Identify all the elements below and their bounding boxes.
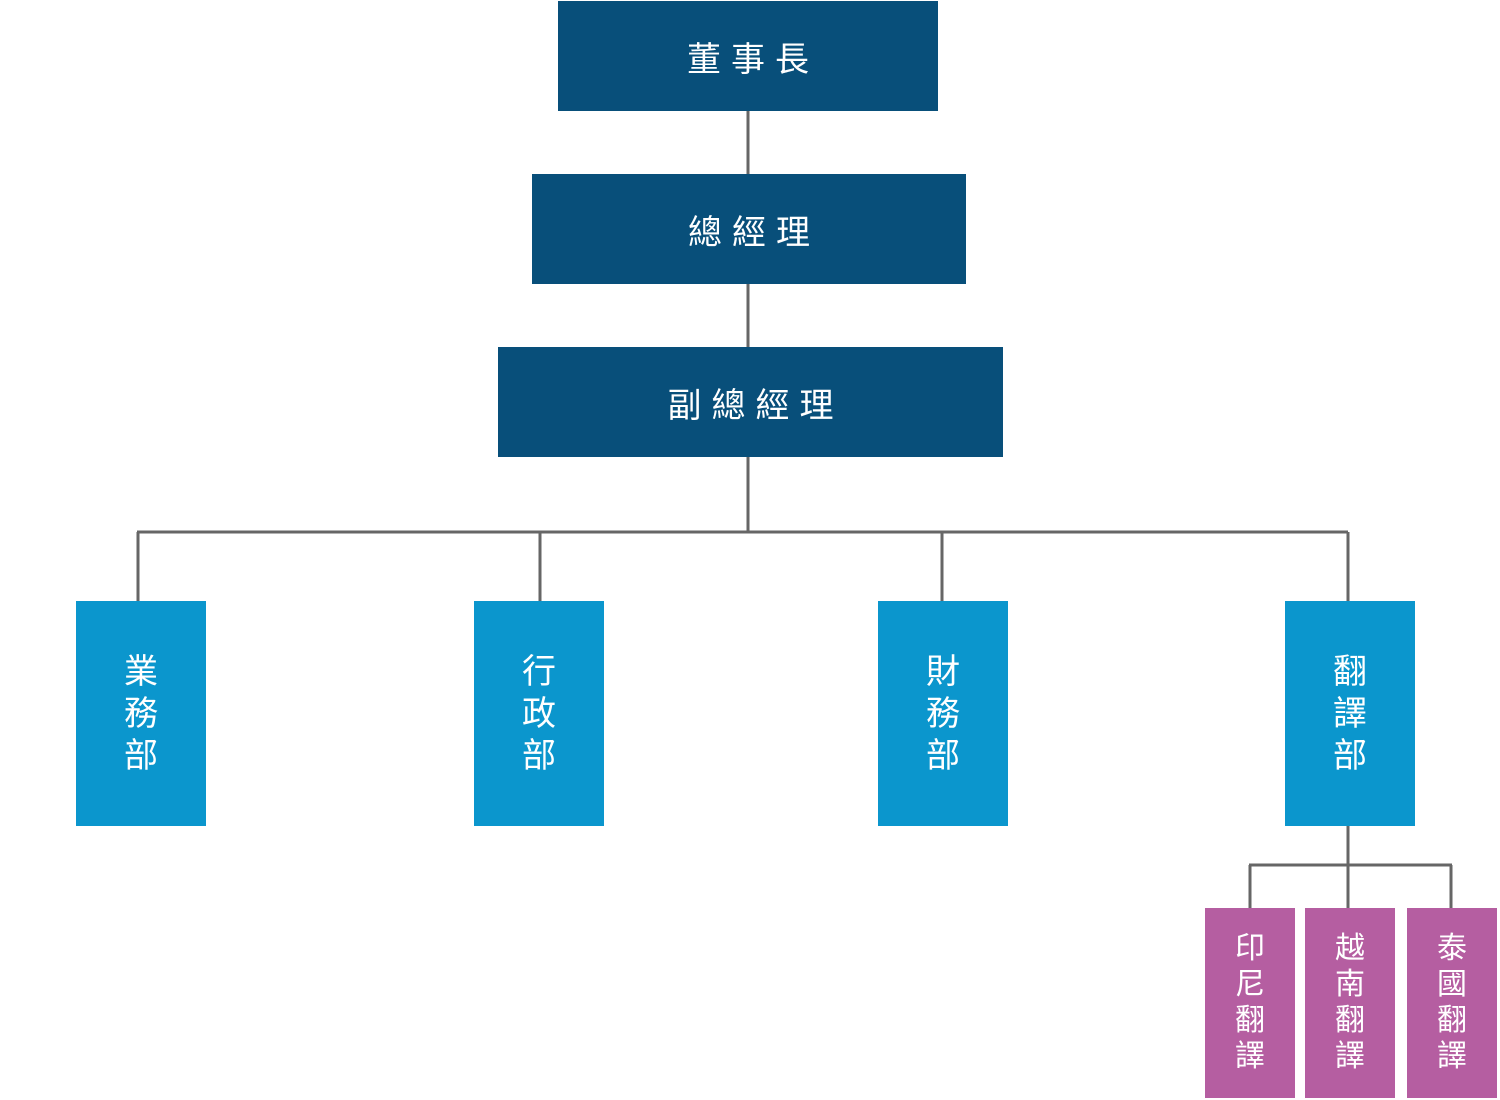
- label-character: 譯: [1335, 1039, 1365, 1074]
- label-character: 政: [522, 693, 556, 734]
- general-manager-label: 總經理: [688, 212, 820, 253]
- label-character: 翻: [1335, 1003, 1365, 1038]
- label-character: 部: [522, 735, 556, 776]
- label-character: 譯: [1437, 1039, 1467, 1074]
- label-character: 業: [124, 651, 158, 692]
- label-character: 翻: [1333, 651, 1367, 692]
- deputy-general-manager-box: 副總經理: [498, 347, 1003, 457]
- label-character: 翻: [1235, 1003, 1265, 1038]
- department-label: 行政部: [522, 651, 556, 777]
- chairman-box: 董事長: [558, 1, 938, 111]
- label-character: 越: [1335, 931, 1365, 966]
- department-label: 財務部: [926, 651, 960, 777]
- department-box-sales: 業務部: [76, 601, 206, 826]
- label-character: 部: [1333, 735, 1367, 776]
- label-character: 務: [124, 693, 158, 734]
- label-character: 譯: [1333, 693, 1367, 734]
- chairman-label: 董事長: [687, 39, 819, 80]
- sub-department-box-thai: 泰國翻譯: [1407, 908, 1497, 1098]
- sub-department-label: 越南翻譯: [1335, 931, 1365, 1075]
- deputy-general-manager-label: 副總經理: [667, 385, 844, 426]
- label-character: 泰: [1437, 931, 1467, 966]
- department-box-translation: 翻譯部: [1285, 601, 1415, 826]
- label-character: 翻: [1437, 1003, 1467, 1038]
- department-box-admin: 行政部: [474, 601, 604, 826]
- label-character: 務: [926, 693, 960, 734]
- label-character: 譯: [1235, 1039, 1265, 1074]
- sub-department-box-indonesian: 印尼翻譯: [1205, 908, 1295, 1098]
- sub-department-label: 印尼翻譯: [1235, 931, 1265, 1075]
- label-character: 南: [1335, 967, 1365, 1002]
- label-character: 國: [1437, 967, 1467, 1002]
- department-label: 翻譯部: [1333, 651, 1367, 777]
- sub-department-box-vietnamese: 越南翻譯: [1305, 908, 1395, 1098]
- label-character: 行: [522, 651, 556, 692]
- label-character: 尼: [1235, 967, 1265, 1002]
- label-character: 部: [926, 735, 960, 776]
- sub-department-label: 泰國翻譯: [1437, 931, 1467, 1075]
- label-character: 印: [1235, 931, 1265, 966]
- department-label: 業務部: [124, 651, 158, 777]
- general-manager-box: 總經理: [532, 174, 966, 284]
- label-character: 部: [124, 735, 158, 776]
- department-box-finance: 財務部: [878, 601, 1008, 826]
- label-character: 財: [926, 651, 960, 692]
